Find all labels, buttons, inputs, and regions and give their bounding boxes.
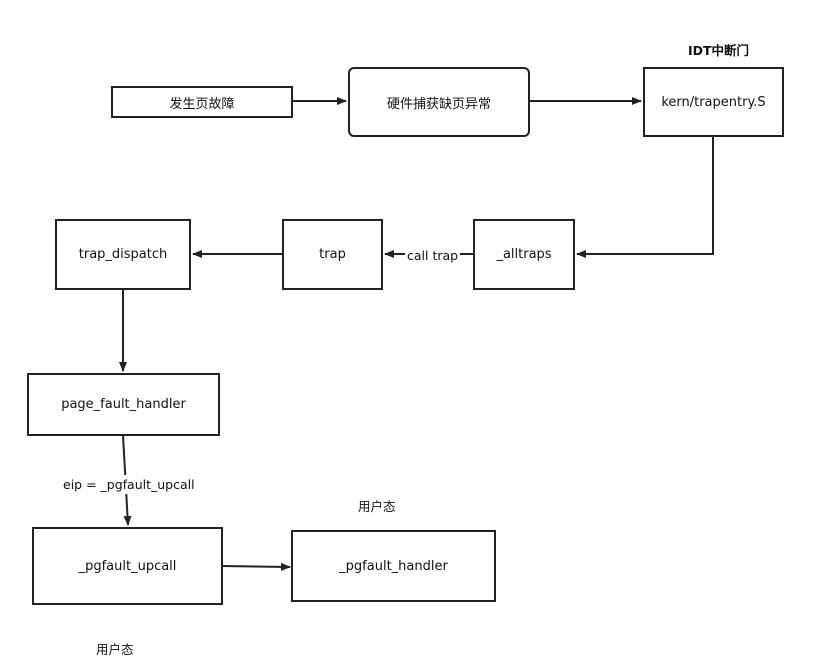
node-pgfault-upcall: _pgfault_upcall <box>32 527 223 605</box>
label-eip-assign: eip = _pgfault_upcall <box>62 475 196 494</box>
node-alltraps: _alltraps <box>473 219 575 290</box>
label-user-mode-bottom: 用户态 <box>96 639 134 658</box>
node-trap: trap <box>282 219 383 290</box>
node-trapentry: kern/trapentry.S <box>643 67 784 137</box>
node-pgfault-handler: _pgfault_handler <box>291 530 496 602</box>
edge-upcall-to-handler <box>221 562 291 571</box>
node-page-fault-handler: page_fault_handler <box>27 373 220 436</box>
node-page-fault-occurs: 发生页故障 <box>111 86 293 118</box>
node-trap-dispatch: trap_dispatch <box>55 219 191 290</box>
node-hardware-capture: 硬件捕获缺页异常 <box>348 67 530 137</box>
label-user-mode-top: 用户态 <box>358 496 396 515</box>
label-call-trap: call trap <box>405 248 461 263</box>
edge-trapentry-to-alltraps <box>576 136 714 258</box>
label-idt-gate: IDT中断门 <box>688 40 750 59</box>
